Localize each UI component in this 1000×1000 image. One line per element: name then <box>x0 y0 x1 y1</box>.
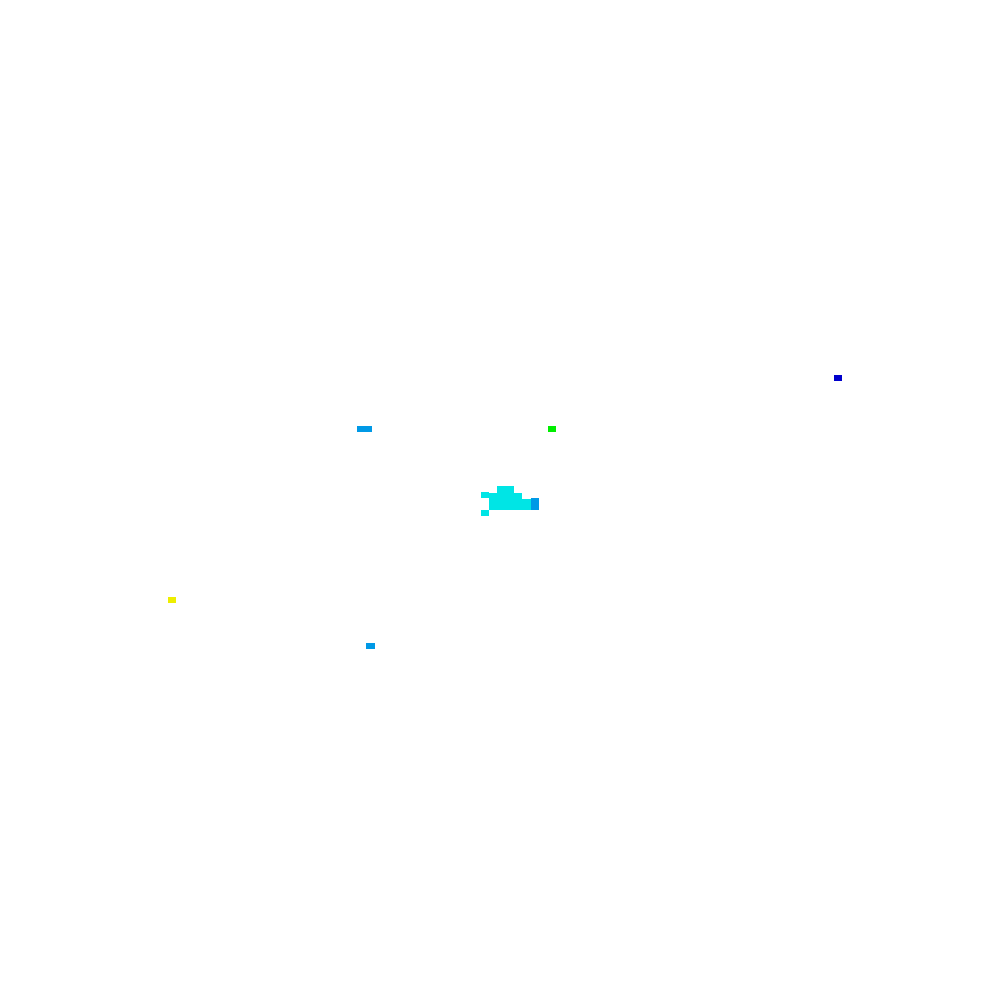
cyan-cluster-middle <box>489 493 522 500</box>
cyan-cluster-left-dot-lower <box>481 510 489 516</box>
sky-blue-pixel-upper <box>357 426 372 432</box>
green-pixel <box>548 426 556 432</box>
cyan-cluster-blue-edge <box>531 498 539 510</box>
cyan-cluster-top <box>497 486 514 494</box>
yellow-pixel <box>168 597 176 603</box>
sky-blue-pixel-lower <box>366 643 375 649</box>
dark-blue-pixel <box>834 375 842 381</box>
cyan-cluster-left-dot-upper <box>481 492 489 498</box>
cyan-cluster-bottom <box>489 499 531 510</box>
